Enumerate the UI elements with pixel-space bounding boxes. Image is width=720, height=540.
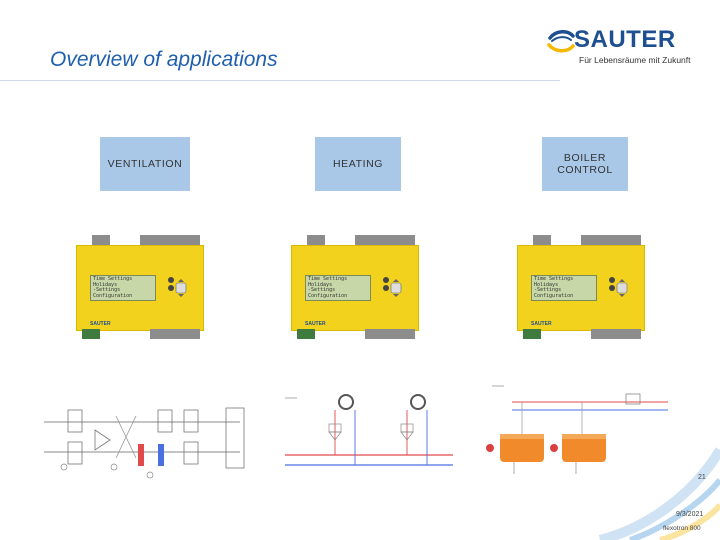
terminal-top — [140, 235, 200, 245]
controller-brand: SAUTER — [305, 321, 326, 327]
page-title: Overview of applications — [50, 48, 278, 71]
terminal-bottom — [82, 329, 100, 339]
sauter-logo: SAUTER Für Lebensräume mit Zukunft — [546, 26, 696, 70]
logo-tagline: Für Lebensräume mit Zukunft — [579, 55, 691, 65]
terminal-bottom — [150, 329, 200, 339]
boiler-schematic-icon — [486, 385, 668, 474]
footer-product: flexotron 800 — [663, 525, 701, 532]
terminal-bottom — [523, 329, 541, 339]
page-number: 21 — [698, 474, 706, 481]
app-box-boiler-control[interactable]: BOILER CONTROL — [542, 137, 628, 191]
logo-wordmark: SAUTER — [574, 26, 676, 53]
terminal-bottom — [365, 329, 415, 339]
ventilation-schematic-icon — [44, 407, 245, 479]
terminal-top — [533, 235, 551, 245]
app-label-boiler-control: BOILER CONTROL — [557, 152, 613, 176]
app-box-ventilation[interactable]: VENTILATION — [100, 137, 190, 191]
terminal-bottom — [297, 329, 315, 339]
terminal-top — [92, 235, 110, 245]
terminal-top — [307, 235, 325, 245]
controller-keypad-icon — [168, 277, 187, 297]
terminal-top — [581, 235, 641, 245]
heating-schematic-icon — [285, 394, 453, 466]
app-label-heating: HEATING — [332, 158, 384, 170]
decorative-swoosh-icon — [598, 447, 720, 540]
app-label-ventilation: VENTILATION — [107, 158, 183, 170]
controller-brand: SAUTER — [531, 321, 552, 327]
title-divider — [0, 80, 560, 81]
terminal-top — [355, 235, 415, 245]
footer-date: 9/3/2021 — [676, 511, 704, 518]
controller-brand: SAUTER — [90, 321, 111, 327]
controller-keypad-icon — [609, 277, 628, 297]
sauter-swirl-icon — [547, 30, 575, 53]
controller-keypad-icon — [383, 277, 402, 297]
app-box-heating[interactable]: HEATING — [315, 137, 401, 191]
terminal-bottom — [591, 329, 641, 339]
